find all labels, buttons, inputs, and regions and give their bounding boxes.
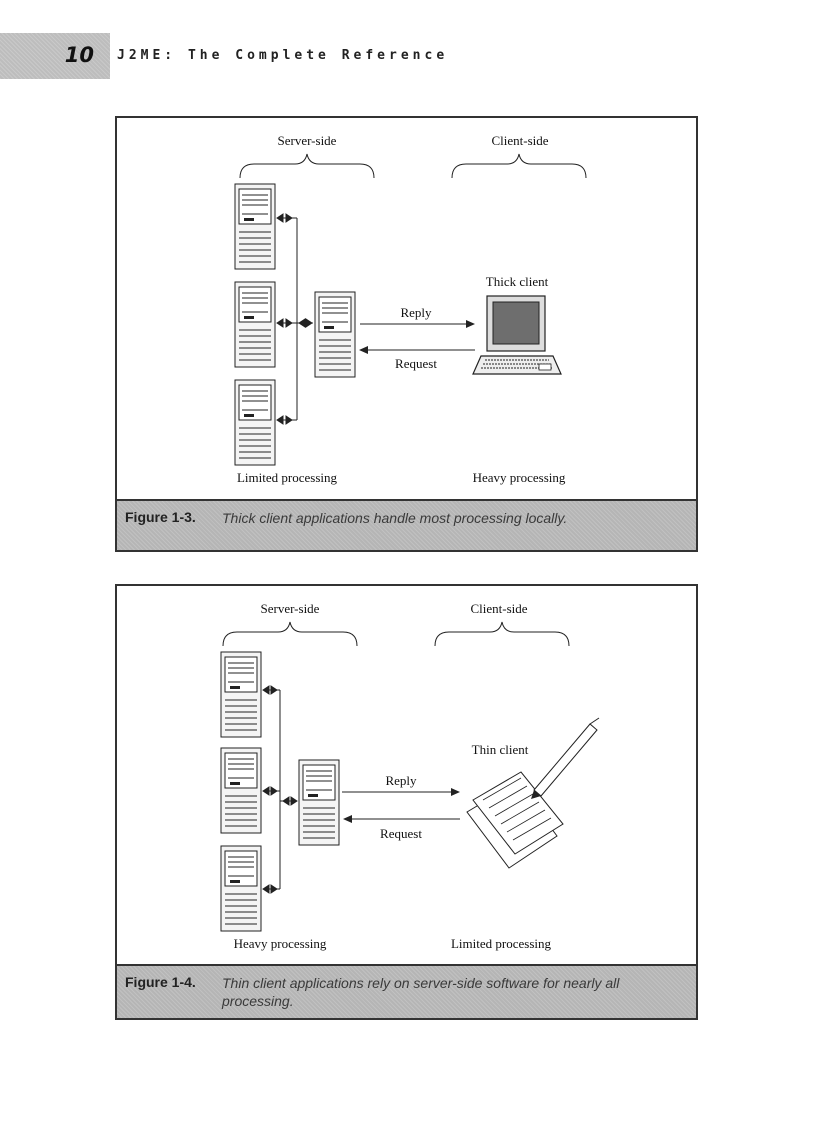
server-tower-icon xyxy=(220,651,262,738)
thin-client-label: Thin client xyxy=(472,742,529,757)
client-side-brace xyxy=(434,621,570,647)
server-side-label: Server-side xyxy=(278,133,337,148)
page-number: 10 xyxy=(64,43,94,67)
figure-1-4: Server-side Client-side xyxy=(115,584,698,1020)
laptop-icon xyxy=(472,295,562,375)
server-tower-icon xyxy=(220,747,262,834)
server-tower-icon xyxy=(234,281,276,368)
reply-arrow xyxy=(342,788,460,796)
server-processing-label: Heavy processing xyxy=(234,936,327,951)
server-side-brace xyxy=(222,621,358,647)
server-connection-lines xyxy=(276,213,313,425)
figure-label: Figure 1-3. xyxy=(125,509,196,525)
request-arrow xyxy=(359,346,475,354)
request-label: Request xyxy=(380,826,422,841)
thick-client-label: Thick client xyxy=(486,274,549,289)
server-tower-icon xyxy=(298,759,340,846)
request-arrow xyxy=(343,815,460,823)
figure-caption: Figure 1-3. Thick client applications ha… xyxy=(117,499,696,550)
thick-client-diagram: Server-side Client-side xyxy=(234,133,587,485)
server-tower-icon xyxy=(314,291,356,378)
client-side-label: Client-side xyxy=(491,133,548,148)
caption-text: Thick client applications handle most pr… xyxy=(222,510,568,526)
server-tower-icon xyxy=(220,845,262,932)
paper-and-pen-icon xyxy=(466,717,600,869)
client-side-brace xyxy=(451,153,587,179)
client-side-label: Client-side xyxy=(470,601,527,616)
reply-arrow xyxy=(360,320,475,328)
thin-client-diagram: Server-side Client-side xyxy=(220,601,600,951)
page-number-tab: 10 xyxy=(0,33,110,79)
server-processing-label: Limited processing xyxy=(237,470,338,485)
reply-label: Reply xyxy=(400,305,432,320)
figure-label: Figure 1-4. xyxy=(125,974,196,990)
reply-label: Reply xyxy=(385,773,417,788)
request-label: Request xyxy=(395,356,437,371)
caption-text: Thin client applications rely on server-… xyxy=(222,975,620,1009)
figure-1-3: Server-side Client-side xyxy=(115,116,698,552)
server-side-label: Server-side xyxy=(261,601,320,616)
client-processing-label: Heavy processing xyxy=(473,470,566,485)
figure-caption: Figure 1-4. Thin client applications rel… xyxy=(117,964,696,1018)
server-tower-icon xyxy=(234,379,276,466)
client-processing-label: Limited processing xyxy=(451,936,552,951)
server-side-brace xyxy=(239,153,375,179)
server-tower-icon xyxy=(234,183,276,270)
running-title: J2ME: The Complete Reference xyxy=(117,48,449,63)
server-connection-lines xyxy=(262,685,298,894)
